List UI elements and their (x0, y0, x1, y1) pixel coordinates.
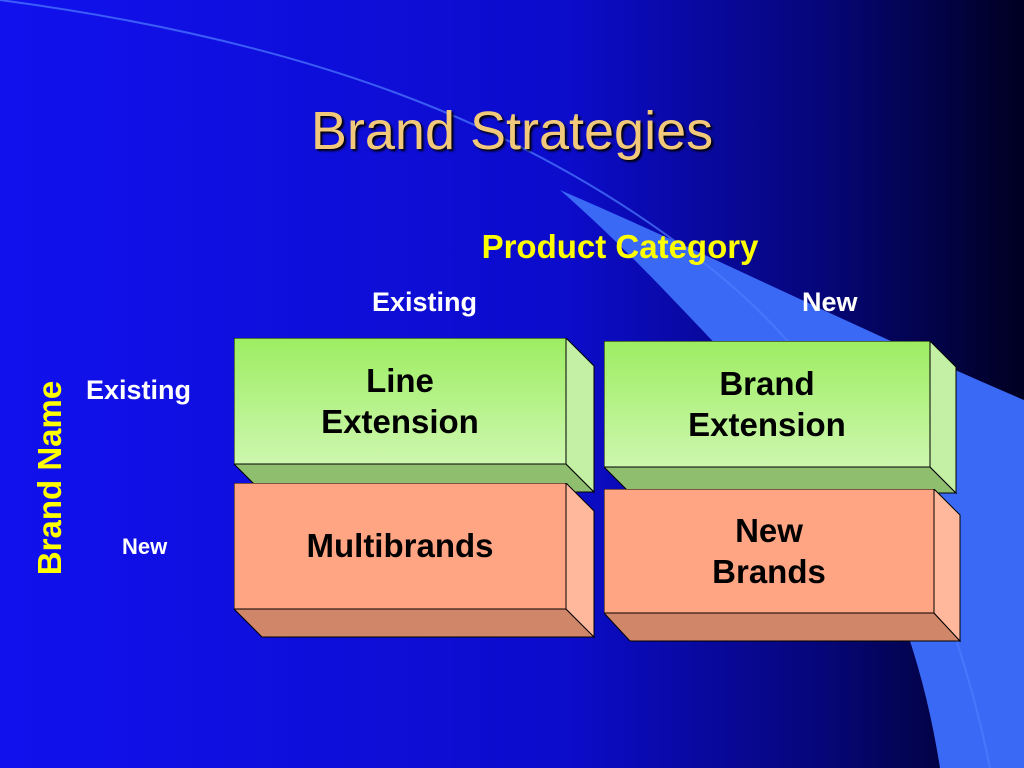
row-label-existing: Existing (86, 375, 192, 405)
brand-name-title: Brand Name (31, 380, 68, 576)
column-label-new: New (802, 287, 858, 317)
box-3d-shape (234, 483, 596, 639)
cell-multibrands: Multibrands (234, 483, 596, 639)
box-3d-shape (604, 489, 962, 643)
product-category-title: Product Category (481, 228, 759, 265)
box-3d-shape (604, 341, 958, 495)
slide-title: Brand Strategies (310, 101, 714, 161)
row-label-new: New (122, 534, 168, 559)
cell-label: Multibrands (306, 527, 494, 565)
column-label-existing: Existing (372, 287, 478, 317)
